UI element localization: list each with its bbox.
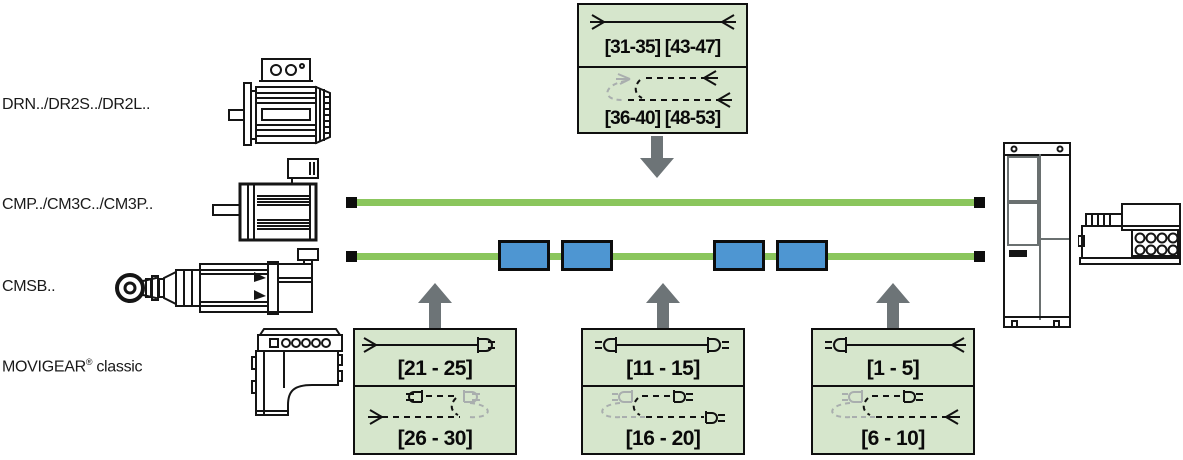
cable-range-box-left: [21 - 25] [26 - 30] [353, 328, 517, 455]
cable-y-split-icon [606, 70, 732, 108]
drn-motor-label: DRN../DR2S../DR2L.. [2, 96, 151, 113]
cmp-motor-label: CMP../CM3C../CM3P.. [2, 196, 154, 213]
inline-plug-connector [498, 240, 550, 271]
decentralized-drive-icon [1078, 203, 1181, 265]
movigear-suffix: classic [96, 358, 143, 376]
cable-range-section: [1 - 5] [813, 330, 973, 387]
cable-range-label: [26 - 30] [397, 427, 473, 450]
cable-range-section: [31-35] [43-47] [579, 5, 746, 68]
cmsb-motor-label: CMSB.. [2, 278, 56, 295]
cable-range-box-top: [31-35] [43-47] [36-40] [48-53] [577, 3, 748, 134]
cable-open-ends-icon [589, 14, 736, 30]
movigear-unit-icon [251, 328, 343, 416]
cable-end-terminal [346, 251, 357, 262]
drn-motor-icon [228, 58, 331, 146]
cable-range-label: [21 - 25] [397, 357, 473, 381]
cable-range-box-middle: [11 - 15] [16 - 20] [581, 328, 745, 455]
movigear-label: MOVIGEAR® classic [2, 357, 143, 376]
cable-plug-to-wire-icon [825, 336, 966, 353]
cable-range-label: [1 - 5] [866, 357, 920, 381]
cable-range-label: [11 - 15] [626, 357, 700, 381]
up-arrow-icon [646, 283, 680, 328]
hybrid-cable-bottom [350, 253, 982, 260]
cable-range-label: [6 - 10] [861, 427, 925, 450]
cable-range-label: [31-35] [43-47] [604, 37, 722, 58]
cable-plug-both-ends-icon [595, 336, 729, 353]
inline-plug-connector [561, 240, 613, 271]
cable-end-terminal [974, 197, 985, 208]
cable-range-section: [11 - 15] [583, 330, 743, 387]
movigear-brand: MOVIGEAR [2, 358, 86, 376]
cmp-motor-icon [212, 158, 319, 242]
cable-range-box-right: [1 - 5] [6 - 10] [811, 328, 975, 455]
inline-plug-connector [776, 240, 828, 271]
cable-range-section: [6 - 10] [813, 387, 973, 453]
inline-plug-connector [713, 240, 765, 271]
cable-range-label: [36-40] [48-53] [604, 108, 722, 129]
cmsb-cylinder-icon [115, 248, 319, 315]
cable-plug-extension-icon [368, 390, 489, 425]
cable-end-terminal [974, 251, 985, 262]
up-arrow-icon [876, 283, 910, 328]
up-arrow-icon [418, 283, 452, 328]
cable-range-section: [21 - 25] [355, 330, 515, 387]
cable-extension-to-wire-icon [831, 390, 960, 425]
cable-range-section: [26 - 30] [355, 387, 515, 453]
cable-range-section: [16 - 20] [583, 387, 743, 453]
hybrid-cable-top [350, 199, 982, 206]
cable-wire-to-plug-icon [362, 336, 495, 353]
cable-plug-extension-both-icon [601, 390, 725, 424]
cable-range-section: [36-40] [48-53] [579, 68, 746, 132]
cable-range-label: [16 - 20] [625, 427, 701, 450]
down-arrow-icon [640, 136, 674, 178]
inverter-cabinet-icon [1003, 142, 1071, 328]
cable-end-terminal [346, 197, 357, 208]
registered-mark: ® [85, 357, 93, 367]
